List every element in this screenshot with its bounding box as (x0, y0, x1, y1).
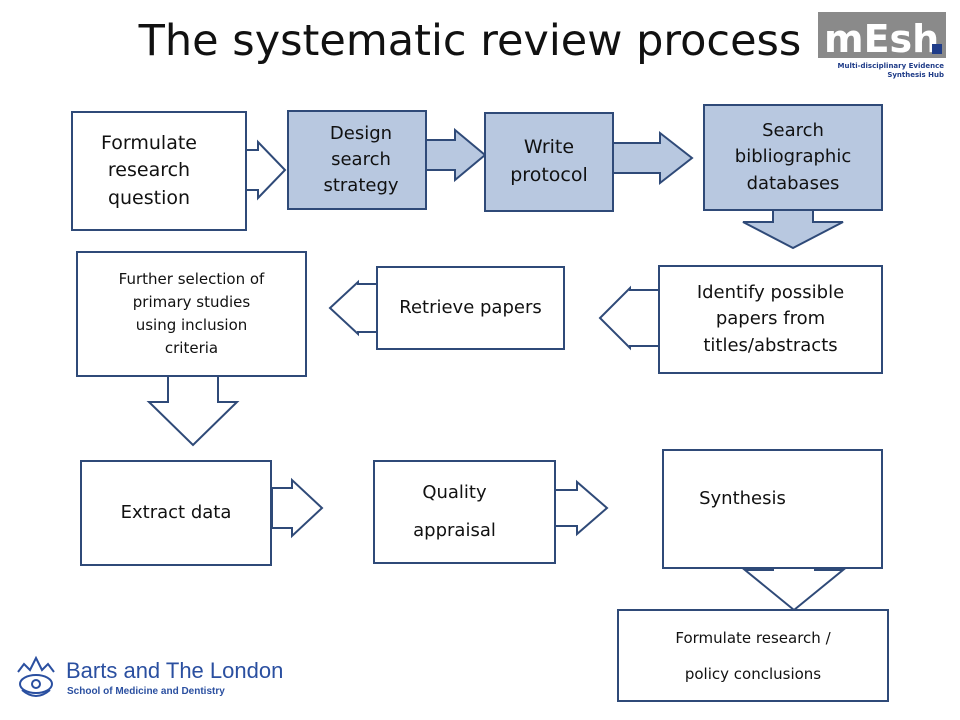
step-policy-conclusions: Formulate research /policy conclusions (617, 609, 889, 702)
arrow-right-1 (244, 139, 287, 201)
arrow-right-extract (271, 477, 324, 539)
step-extract-data: Extract data (80, 460, 272, 566)
mesh-tagline-2: Synthesis Hub (887, 71, 944, 79)
arrow-right-2 (424, 127, 487, 183)
barts-london-logo: Barts and The London School of Medicine … (10, 650, 310, 710)
arrow-right-3 (611, 130, 694, 186)
arrow-right-quality (554, 479, 609, 537)
step-retrieve-papers: Retrieve papers (376, 266, 565, 350)
arrow-down-further (146, 375, 240, 447)
mesh-wordmark: mEsh (824, 17, 939, 61)
barts-logo-name: Barts and The London (66, 658, 283, 683)
arrow-down-synthesis (742, 567, 846, 612)
crown-crest-icon (17, 655, 55, 697)
arrow-left-identify (598, 285, 661, 351)
mesh-logo: mEsh Multi-disciplinary Evidence Synthes… (818, 12, 946, 84)
arrow-left-retrieve (328, 279, 379, 337)
step-synthesis: Synthesis (662, 449, 883, 569)
barts-logo-subtitle: School of Medicine and Dentistry (67, 686, 225, 697)
arrow-down-search (742, 209, 844, 250)
page-title: The systematic review process (138, 16, 802, 66)
mesh-tagline-1: Multi-disciplinary Evidence (838, 62, 945, 70)
